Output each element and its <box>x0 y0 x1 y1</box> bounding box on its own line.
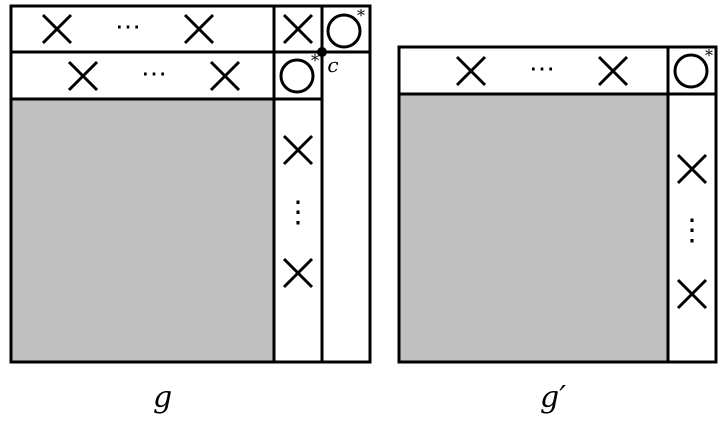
cross-mark <box>597 55 629 87</box>
cross-mark <box>282 134 314 166</box>
cross-mark <box>41 13 73 45</box>
cross-mark <box>676 153 708 185</box>
left-shaded-region <box>11 99 274 362</box>
left-grid-caption: g <box>153 380 173 415</box>
cross-mark <box>183 13 215 45</box>
right-grid-caption: g′ <box>540 380 567 415</box>
circle-mark <box>279 58 315 94</box>
cross-mark <box>282 13 314 45</box>
asterisk: * <box>311 51 319 70</box>
cross-mark <box>282 257 314 289</box>
corner-point <box>317 47 327 57</box>
cross-mark <box>455 55 487 87</box>
ellipsis-horizontal: ⋯ <box>529 54 555 84</box>
cross-mark <box>209 60 241 92</box>
circle-mark <box>326 13 362 49</box>
right-grid-frame <box>397 45 718 364</box>
cross-mark <box>67 60 99 92</box>
circle-mark <box>673 53 709 89</box>
left-grid-frame <box>9 4 372 364</box>
ellipsis-vertical: ⋮ <box>283 195 313 230</box>
ellipsis-vertical: ⋮ <box>677 213 707 248</box>
ellipsis-horizontal: ⋯ <box>115 12 141 42</box>
left-grid <box>9 4 372 364</box>
cross-mark <box>676 278 708 310</box>
right-shaded-region <box>399 94 668 362</box>
corner-label: c <box>327 53 338 77</box>
ellipsis-horizontal: ⋯ <box>141 59 167 89</box>
right-grid <box>397 45 718 364</box>
asterisk: * <box>705 46 713 65</box>
asterisk: * <box>357 6 365 25</box>
